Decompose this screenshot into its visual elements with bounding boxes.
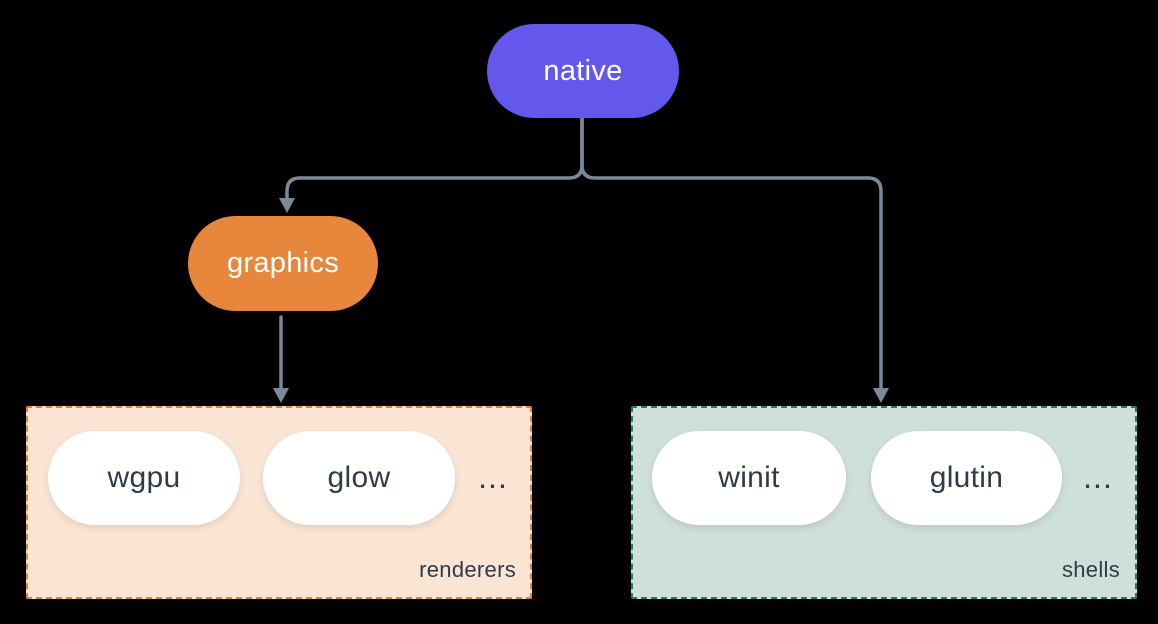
- node-native-label: native: [543, 54, 623, 87]
- node-graphics: graphics: [188, 216, 378, 311]
- node-glow: glow: [263, 431, 455, 525]
- node-native: native: [487, 24, 679, 118]
- ellipsis-renderers: ...: [478, 459, 508, 495]
- edge-native-graphics: [285, 114, 584, 200]
- arrowhead-to-graphics: [279, 198, 295, 213]
- node-wgpu: wgpu: [48, 431, 240, 525]
- group-label-renderers: renderers: [419, 557, 516, 582]
- node-glutin: glutin: [871, 431, 1062, 525]
- group-label-shells: shells: [1061, 557, 1120, 582]
- node-glutin-label: glutin: [929, 461, 1004, 494]
- ellipsis-shells: ...: [1083, 459, 1113, 495]
- node-winit: winit: [652, 431, 846, 525]
- node-graphics-label: graphics: [226, 247, 339, 279]
- node-winit-label: winit: [718, 461, 780, 494]
- node-wgpu-label: wgpu: [107, 461, 181, 494]
- edge-native-shells: [580, 114, 883, 390]
- arrowhead-to-shells: [873, 388, 889, 403]
- arrowhead-to-renderers: [273, 388, 289, 403]
- node-glow-label: glow: [327, 461, 391, 494]
